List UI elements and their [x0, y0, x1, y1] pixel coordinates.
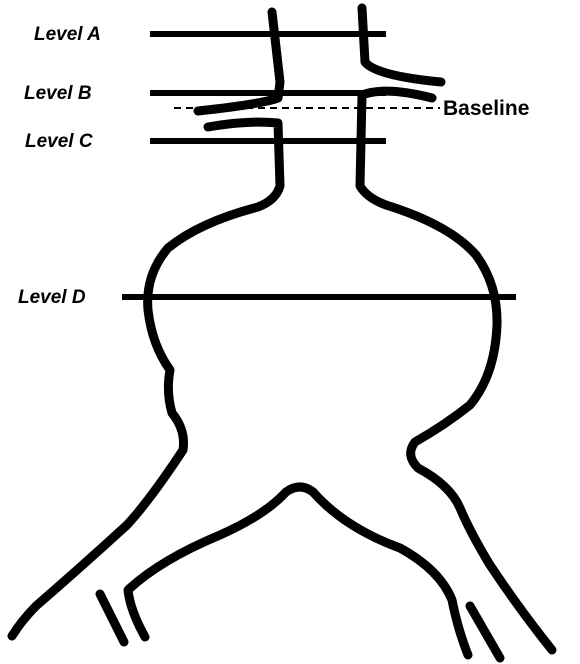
level-d-label: Level D	[18, 287, 86, 308]
aorta-right-wall-upper	[362, 8, 441, 82]
aorta-left-wall-upper	[198, 12, 280, 111]
bifurcation-crotch	[128, 487, 468, 655]
level-c-label: Level C	[25, 131, 93, 152]
aorta-right-wall-lower	[360, 91, 552, 650]
left-branch-vessel	[100, 594, 124, 642]
baseline-label: Baseline	[443, 97, 529, 120]
level-lines	[122, 34, 516, 297]
level-labels: Level A Level B Level C Level D Baseline	[18, 24, 529, 308]
level-b-label: Level B	[24, 83, 92, 104]
level-a-label: Level A	[34, 24, 101, 45]
right-branch-vessel	[470, 606, 500, 658]
aorta-left-wall-lower	[12, 122, 280, 636]
